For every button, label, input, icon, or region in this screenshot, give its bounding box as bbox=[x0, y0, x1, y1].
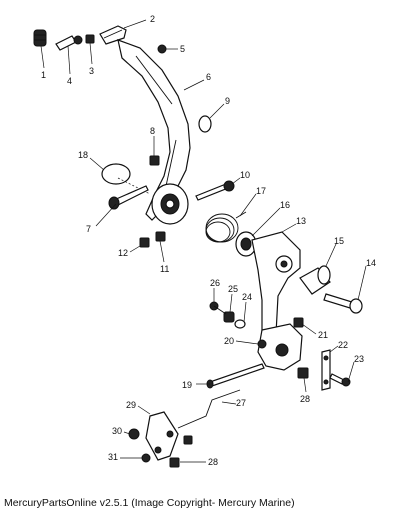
nut-part-12 bbox=[139, 237, 150, 248]
callout-4: 4 bbox=[67, 76, 72, 86]
callout-23: 23 bbox=[354, 354, 364, 364]
callout-8: 8 bbox=[150, 126, 155, 136]
callout-18: 18 bbox=[78, 150, 88, 160]
spring-part-25 bbox=[223, 311, 235, 323]
callout-22: 22 bbox=[338, 340, 348, 350]
screw-part-23 bbox=[329, 373, 351, 387]
callout-16: 16 bbox=[280, 200, 290, 210]
washer-part-20 bbox=[257, 339, 267, 349]
nut-part-21 bbox=[293, 317, 304, 328]
callout-5: 5 bbox=[180, 44, 185, 54]
bolt-part-14 bbox=[323, 293, 363, 314]
washer-part-24 bbox=[234, 319, 246, 329]
screw-part-7 bbox=[108, 185, 149, 210]
callout-29: 29 bbox=[126, 400, 136, 410]
callout-14: 14 bbox=[366, 258, 376, 268]
link-part-22 bbox=[321, 349, 331, 391]
ball-joint-part-4 bbox=[55, 35, 83, 51]
callout-13: 13 bbox=[296, 216, 306, 226]
nut-28-secondary bbox=[183, 435, 193, 445]
callout-2: 2 bbox=[150, 14, 155, 24]
washer-part-18 bbox=[101, 163, 151, 195]
nut-part-3 bbox=[85, 34, 95, 44]
callout-28-lower: 28 bbox=[208, 457, 218, 467]
callout-21: 21 bbox=[318, 330, 328, 340]
callout-11: 11 bbox=[160, 264, 169, 274]
callout-17: 17 bbox=[256, 186, 266, 196]
nut-part-28-lower bbox=[169, 457, 180, 468]
callout-3: 3 bbox=[89, 66, 94, 76]
screw-part-30 bbox=[128, 428, 140, 440]
screw-part-10 bbox=[195, 180, 235, 201]
rod-end-part-2 bbox=[99, 25, 127, 45]
lever-hub bbox=[151, 183, 189, 225]
callout-20: 20 bbox=[224, 336, 234, 346]
callout-labels: 1 2 3 4 5 6 7 8 9 10 11 12 13 14 15 16 1… bbox=[41, 14, 376, 467]
callout-7: 7 bbox=[86, 224, 91, 234]
nut-part-11 bbox=[155, 231, 166, 242]
lever-part-29 bbox=[145, 411, 179, 461]
sleeve-part-15 bbox=[299, 265, 331, 295]
callout-9: 9 bbox=[225, 96, 230, 106]
callout-31: 31 bbox=[108, 452, 118, 462]
callout-19: 19 bbox=[182, 380, 192, 390]
spring-part-17 bbox=[205, 211, 247, 243]
lower-linkage-block bbox=[257, 323, 303, 371]
callout-12: 12 bbox=[118, 248, 128, 258]
callout-28: 28 bbox=[300, 394, 310, 404]
bushing-part-9 bbox=[198, 115, 212, 133]
callout-24: 24 bbox=[242, 292, 252, 302]
screw-part-31 bbox=[141, 453, 151, 463]
bracket-part-13 bbox=[251, 231, 301, 349]
spring-part-1 bbox=[33, 29, 47, 47]
nut-part-8 bbox=[149, 155, 160, 166]
nut-part-28-upper bbox=[297, 367, 309, 379]
callout-15: 15 bbox=[334, 236, 344, 246]
callout-30: 30 bbox=[112, 426, 122, 436]
callout-25: 25 bbox=[228, 284, 238, 294]
throttle-lever-part-6 bbox=[117, 39, 191, 221]
leader-lines bbox=[40, 19, 367, 463]
bushing-part-16 bbox=[235, 231, 257, 257]
callout-10: 10 bbox=[240, 170, 250, 180]
callout-1: 1 bbox=[41, 70, 46, 80]
screw-part-26 bbox=[209, 301, 227, 315]
exploded-parts-diagram: 1 2 3 4 5 6 7 8 9 10 11 12 13 14 15 16 1… bbox=[33, 14, 376, 468]
callout-27: 27 bbox=[236, 398, 246, 408]
rod-part-27 bbox=[177, 389, 241, 429]
callout-6: 6 bbox=[206, 72, 211, 82]
rod-part-19 bbox=[206, 363, 265, 389]
washer-part-5 bbox=[157, 44, 167, 54]
callout-26: 26 bbox=[210, 278, 220, 288]
copyright-caption: MercuryPartsOnline v2.5.1 (Image Copyrig… bbox=[4, 497, 295, 509]
